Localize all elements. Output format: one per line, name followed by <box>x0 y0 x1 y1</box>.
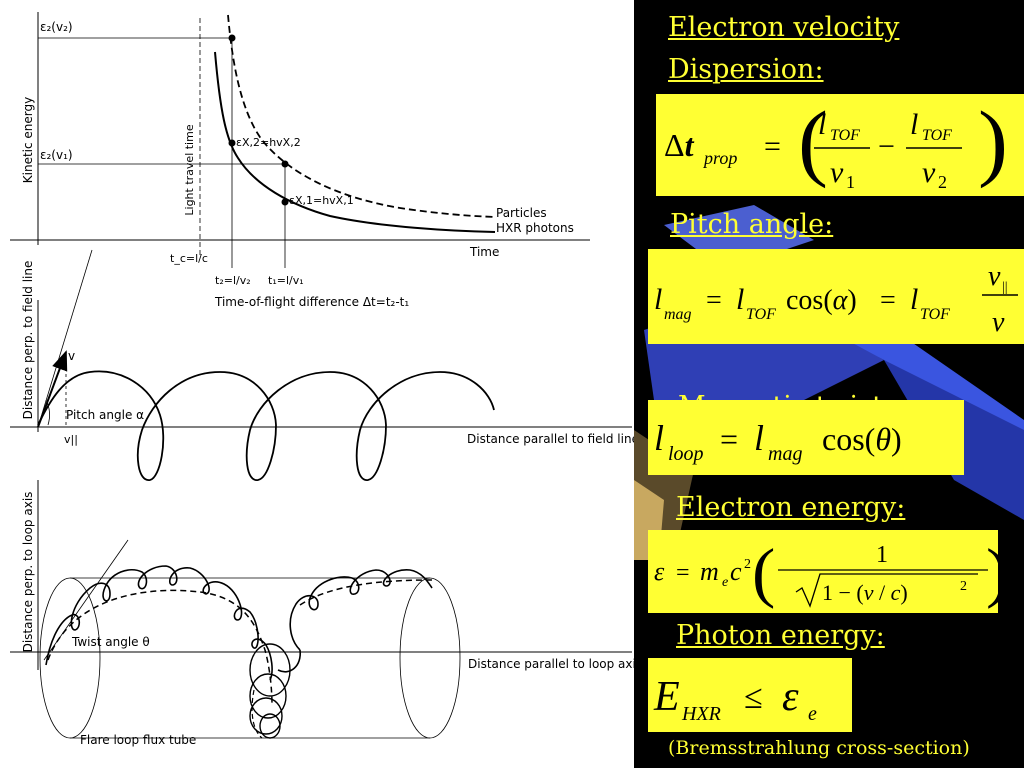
svg-text:=: = <box>720 421 738 457</box>
svg-text:TOF: TOF <box>922 127 952 144</box>
svg-text:1 − (v / c): 1 − (v / c) <box>822 580 908 605</box>
photon-energy-heading: Photon energy: <box>676 620 885 651</box>
svg-text:prop: prop <box>702 148 737 168</box>
svg-text:l: l <box>736 283 744 316</box>
svg-text:v: v <box>830 156 844 189</box>
svg-text:v: v <box>988 261 1001 292</box>
particle-curve <box>227 14 496 218</box>
svg-text:ε: ε <box>654 557 665 586</box>
svg-text:2: 2 <box>744 557 751 572</box>
eps2-v2-label: ε₂(v₂) <box>40 20 73 34</box>
svg-text:TOF: TOF <box>920 306 950 323</box>
electron-energy-formula: ε = m e c 2 ( 1 1 − (v / c) 2 ) <box>648 530 998 613</box>
svg-text:1: 1 <box>846 172 855 192</box>
svg-text:v: v <box>992 307 1005 338</box>
svg-text:loop: loop <box>668 443 704 465</box>
svg-text:2: 2 <box>960 579 967 594</box>
pitch-angle-formula: l mag = l TOF cos(α) = l TOF v || v <box>648 249 1024 344</box>
svg-text:c: c <box>730 557 742 586</box>
tc-label: t_c=l/c <box>170 252 208 265</box>
velocity-dispersion-heading-2: Dispersion: <box>668 54 824 85</box>
particles-label: Particles <box>496 206 547 220</box>
eps2-v1-label: ε₂(v₁) <box>40 148 73 162</box>
svg-text:): ) <box>978 94 1008 188</box>
parallel-field-axis-label: Distance parallel to field line <box>467 432 634 446</box>
svg-text:mag: mag <box>664 306 692 323</box>
svg-text:l: l <box>910 108 918 141</box>
svg-text:cos(α): cos(α) <box>786 285 857 316</box>
svg-text:Δt: Δt <box>664 127 695 163</box>
svg-text:TOF: TOF <box>830 127 860 144</box>
photon-energy-formula: E HXR ≤ ε e <box>648 658 852 732</box>
v-label: v <box>68 349 75 363</box>
hxr-photon-curve <box>214 51 496 233</box>
svg-text:=: = <box>880 285 896 316</box>
eps-x2-label: εX,2=hvX,2 <box>236 136 301 149</box>
t1-label: t₁=l/v₁ <box>268 274 304 287</box>
v-parallel-label: v|| <box>64 433 78 446</box>
magnetic-twist-formula: l loop = l mag cos(θ) <box>648 400 964 475</box>
flux-tube-label: Flare loop flux tube <box>80 733 196 747</box>
svg-text:l: l <box>818 108 826 141</box>
svg-text:=: = <box>764 130 781 163</box>
hxr-photons-label: HXR photons <box>496 221 574 235</box>
svg-text:1: 1 <box>876 542 888 568</box>
twist-angle-label: Twist angle θ <box>71 635 150 649</box>
parallel-loop-axis-label: Distance parallel to loop axis <box>468 657 634 671</box>
kinetic-energy-axis-label: Kinetic energy <box>21 97 35 183</box>
svg-text:v: v <box>922 156 936 189</box>
svg-text:=: = <box>676 560 690 586</box>
time-axis-label: Time <box>469 245 499 259</box>
svg-text:l: l <box>654 283 662 316</box>
svg-text:l: l <box>754 418 764 458</box>
perp-field-axis-label: Distance perp. to field line <box>21 261 35 420</box>
perp-loop-axis-label: Distance perp. to loop axis <box>21 492 35 653</box>
tof-difference-label: Time-of-flight difference Δt=t₂-t₁ <box>214 295 409 309</box>
svg-text:||: || <box>1002 280 1008 295</box>
pitch-angle-label: Pitch angle α <box>66 408 144 422</box>
svg-text:=: = <box>706 285 722 316</box>
svg-text:(: ( <box>752 535 775 609</box>
gyration-path <box>45 565 273 681</box>
svg-text:e: e <box>722 575 728 590</box>
dispersion-formula: Δt prop = ( l TOF v 1 − l TOF v 2 ) <box>656 94 1024 196</box>
tof-panel: Kinetic energy Time ε₂(v₂) ε₂(v₁) Light … <box>10 12 590 309</box>
pitch-angle-heading: Pitch angle: <box>670 209 834 240</box>
svg-text:l: l <box>910 283 918 316</box>
flux-tube-panel: Distance perp. to loop axis Distance par… <box>10 480 634 747</box>
svg-text:): ) <box>986 535 998 609</box>
helix-path <box>37 370 495 481</box>
pitch-angle-panel: Distance perp. to field line Distance pa… <box>10 249 634 481</box>
svg-text:(: ( <box>798 94 828 188</box>
svg-text:l: l <box>654 418 664 458</box>
velocity-dispersion-heading-1: Electron velocity <box>668 12 900 43</box>
svg-text:cos(θ): cos(θ) <box>822 421 902 457</box>
svg-text:mag: mag <box>768 443 802 465</box>
svg-text:2: 2 <box>938 172 947 192</box>
svg-text:TOF: TOF <box>746 306 776 323</box>
svg-text:m: m <box>700 557 719 586</box>
eps-x1-label: εX,1=hvX,1 <box>289 194 354 207</box>
t2-label: t₂=l/v₂ <box>215 274 251 287</box>
svg-text:−: − <box>878 130 895 163</box>
formula-panel: Electron velocity Dispersion: Δt prop = … <box>634 0 1024 768</box>
svg-text:ε: ε <box>782 674 799 720</box>
light-travel-label: Light travel time <box>183 124 196 215</box>
physics-diagram: Kinetic energy Time ε₂(v₂) ε₂(v₁) Light … <box>10 12 634 747</box>
bremsstrahlung-note: (Bremsstrahlung cross-section) <box>668 737 970 759</box>
svg-text:e: e <box>808 703 817 725</box>
svg-text:≤: ≤ <box>744 679 763 716</box>
svg-text:E: E <box>653 674 680 720</box>
electron-energy-heading: Electron energy: <box>676 492 906 523</box>
svg-text:HXR: HXR <box>681 703 721 725</box>
